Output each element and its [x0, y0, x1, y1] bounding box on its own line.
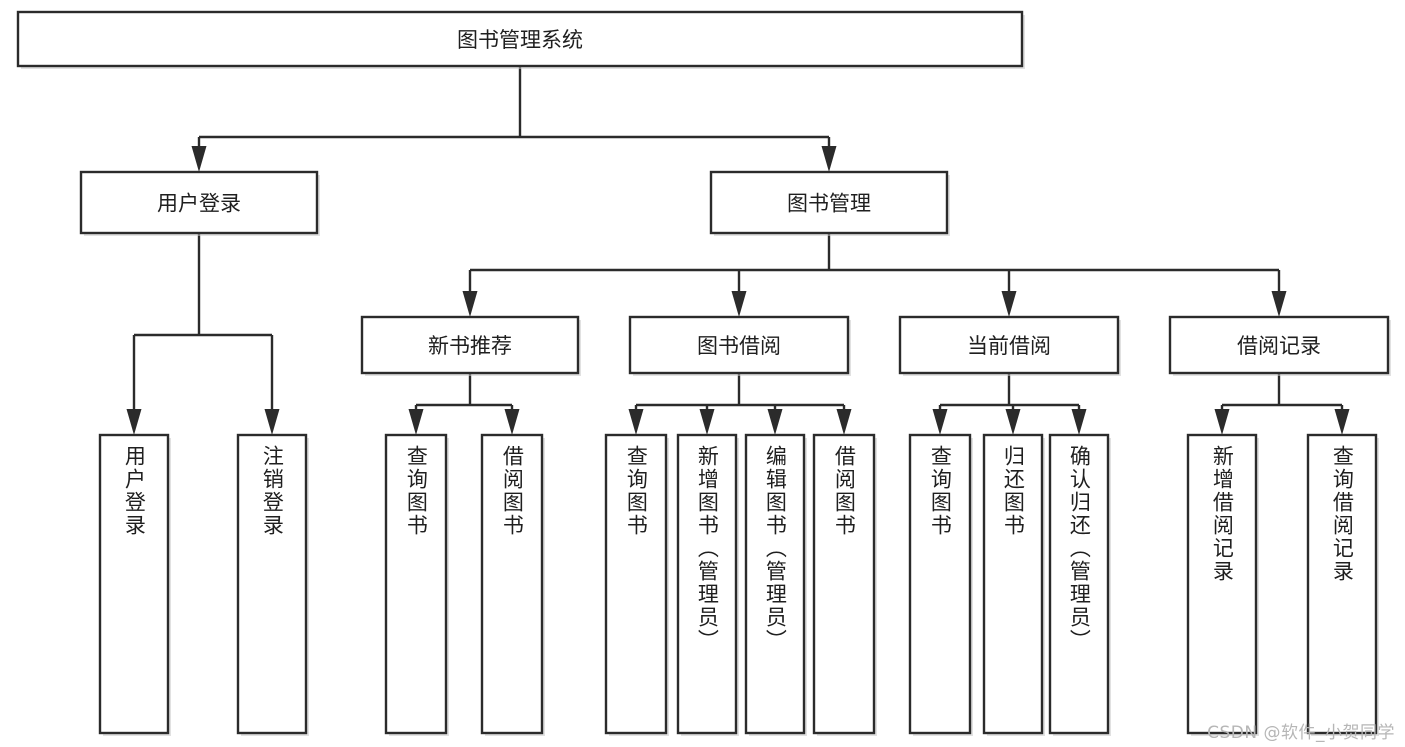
node-level2-user_login-box[interactable]: [79, 170, 319, 235]
node-leaf-book_borrow-3-box[interactable]: [812, 433, 876, 735]
node-leaf-book_borrow-0-box[interactable]: [604, 433, 668, 735]
node-level3-book_borrow-box[interactable]: [628, 315, 850, 375]
node-level3-new_book-label: 新书推荐: [428, 334, 512, 358]
watermark-text: CSDN @软件_小贺同学: [1207, 723, 1395, 743]
arrow-to-level3-2-head: [1001, 291, 1017, 317]
node-leaf-user_login-1-box[interactable]: [236, 433, 308, 735]
node-leaf-borrow_record-1-box[interactable]: [1306, 433, 1378, 735]
node-level2-book_manage-label: 图书管理: [787, 192, 871, 216]
arrow-to-leaf-book_borrow-2-head: [767, 409, 783, 435]
node-level3-borrow_record-box[interactable]: [1168, 315, 1390, 375]
arrow-to-leaf-book_borrow-3-head: [836, 409, 852, 435]
node-level3-borrow_record-label: 借阅记录: [1237, 334, 1321, 358]
node-root-box[interactable]: [16, 10, 1024, 68]
connector-layer: [126, 66, 1350, 435]
node-leaf-new_book-1-box[interactable]: [480, 433, 544, 735]
arrow-to-leaf-new_book-0-head: [408, 409, 424, 435]
arrow-to-leaf-user_login-0-head: [126, 409, 142, 435]
node-leaf-borrow_record-0-box[interactable]: [1186, 433, 1258, 735]
arrow-to-level2-0-head: [191, 146, 207, 172]
arrow-to-leaf-book_borrow-1-head: [699, 409, 715, 435]
arrow-to-level2-1-head: [821, 146, 837, 172]
arrow-to-level3-0-head: [462, 291, 478, 317]
node-leaf-book_borrow-1-box[interactable]: [676, 433, 738, 735]
node-level2-book_manage-box[interactable]: [709, 170, 949, 235]
node-leaf-current_borrow-2-box[interactable]: [1048, 433, 1110, 735]
arrow-to-leaf-borrow_record-1-head: [1334, 409, 1350, 435]
arrow-to-leaf-current_borrow-2-head: [1071, 409, 1087, 435]
arrow-to-leaf-new_book-1-head: [504, 409, 520, 435]
node-level3-current_borrow-box[interactable]: [898, 315, 1120, 375]
arrow-to-leaf-current_borrow-1-head: [1005, 409, 1021, 435]
node-root-label: 图书管理系统: [457, 28, 583, 52]
arrow-to-level3-3-head: [1271, 291, 1287, 317]
node-leaf-current_borrow-1-box[interactable]: [982, 433, 1044, 735]
node-level3-book_borrow-label: 图书借阅: [697, 334, 781, 358]
node-box-layer: [16, 10, 1391, 736]
node-level3-current_borrow-label: 当前借阅: [967, 334, 1051, 358]
node-leaf-current_borrow-0-box[interactable]: [908, 433, 972, 735]
arrow-to-leaf-book_borrow-0-head: [628, 409, 644, 435]
node-leaf-user_login-0-box[interactable]: [98, 433, 170, 735]
node-level3-new_book-box[interactable]: [360, 315, 580, 375]
node-leaf-new_book-0-box[interactable]: [384, 433, 448, 735]
arrow-to-leaf-current_borrow-0-head: [932, 409, 948, 435]
arrow-to-leaf-user_login-1-head: [264, 409, 280, 435]
arrow-to-level3-1-head: [731, 291, 747, 317]
arrow-to-leaf-borrow_record-0-head: [1214, 409, 1230, 435]
node-level2-user_login-label: 用户登录: [157, 192, 241, 216]
node-leaf-book_borrow-2-box[interactable]: [744, 433, 806, 735]
